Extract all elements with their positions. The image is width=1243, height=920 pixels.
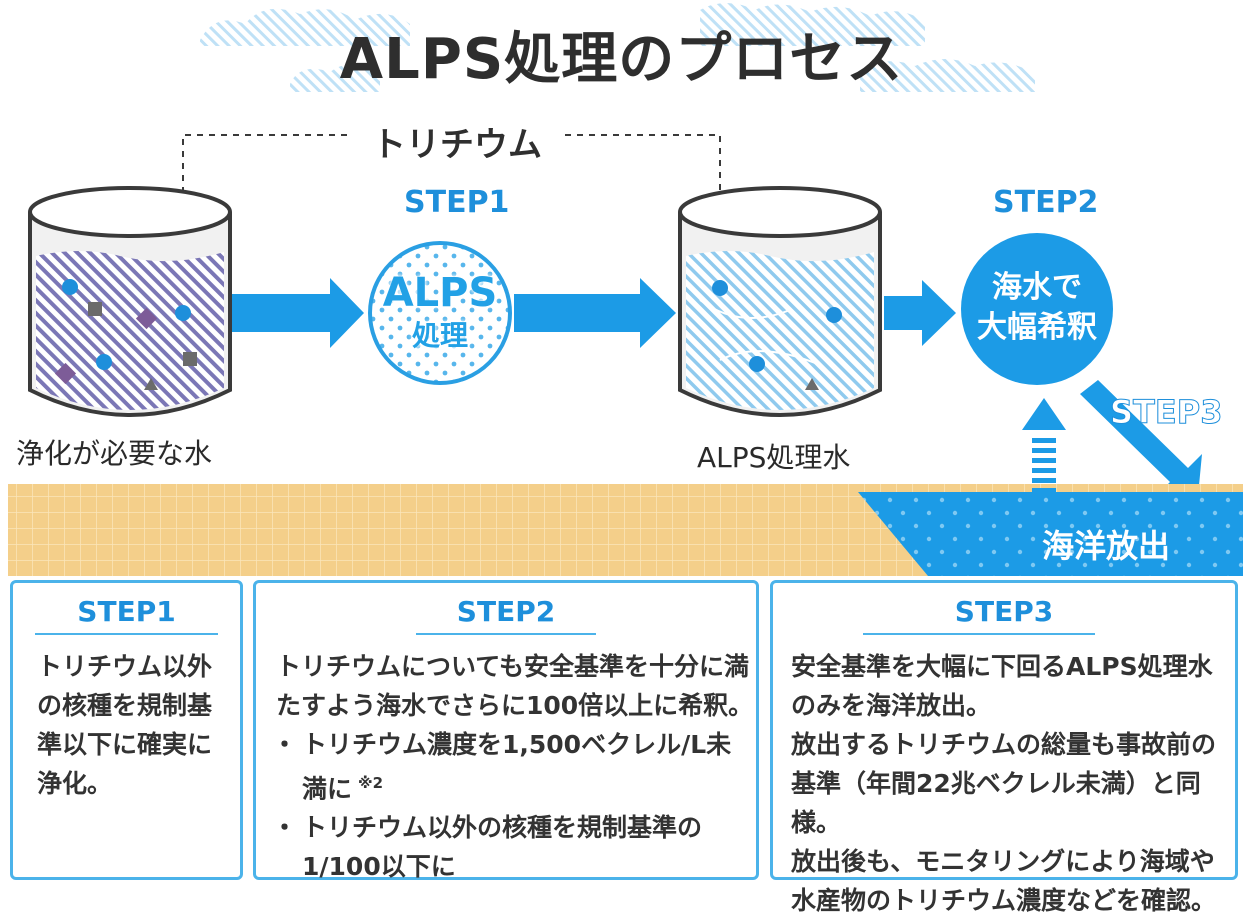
step1-panel-title: STEP1 bbox=[77, 595, 176, 628]
step2-text-line: たすよう海水でさらに100倍以上に希釈。 bbox=[276, 691, 754, 720]
particle-blue-dot bbox=[712, 280, 728, 296]
untreated-water-label: 浄化が必要な水 bbox=[16, 437, 213, 470]
step2-bullet-other-nuclides: トリチウム以外の核種を規制基準の 1/100以下に bbox=[272, 808, 753, 886]
alps-circle-line2: 処理 bbox=[411, 319, 468, 352]
footnote-mark: ※2 bbox=[358, 774, 384, 792]
step1-panel-text: トリチウム以外 の核種を規制基 準以下に確実に 浄化。 bbox=[37, 647, 212, 803]
step3-text-line: 水産物のトリチウム濃度などを確認。 bbox=[791, 886, 1217, 915]
step2-bullet1-line1: トリチウム濃度を1,500ベクレル/L未 bbox=[302, 730, 732, 759]
step1-text-line: 準以下に確実に bbox=[37, 730, 213, 759]
step1-panel-divider bbox=[35, 633, 218, 635]
title-cloud-decoration bbox=[200, 3, 1035, 92]
particle-gray-triangle bbox=[805, 378, 819, 390]
step1-text-line: 浄化。 bbox=[37, 769, 113, 798]
seawater-intake-arrow bbox=[1022, 398, 1066, 493]
step2-panel-divider bbox=[416, 633, 596, 635]
sea-area bbox=[858, 492, 1243, 576]
step2-bullet-tritium: トリチウム濃度を1,500ベクレル/L未 満に ※2 bbox=[272, 725, 753, 808]
particle-blue-dot bbox=[96, 354, 112, 370]
step3-text-line: 放出後も、モニタリングにより海域や bbox=[791, 847, 1215, 876]
step2-text-line: トリチウムについても安全基準を十分に満 bbox=[276, 652, 750, 681]
treated-water-label: ALPS処理水 bbox=[697, 441, 851, 474]
particle-gray-triangle bbox=[144, 378, 158, 390]
step3-text-line: 放出するトリチウムの総量も事故前の bbox=[791, 730, 1217, 759]
step2-panel-text: トリチウムについても安全基準を十分に満 たすよう海水でさらに100倍以上に希釈。… bbox=[272, 647, 754, 886]
step1-text-line: トリチウム以外 bbox=[37, 652, 213, 681]
step2-panel-title: STEP2 bbox=[456, 595, 556, 628]
step3-text-line: 安全基準を大幅に下回るALPS処理水 bbox=[791, 652, 1213, 681]
step3-arrow-label: STEP3 bbox=[1109, 393, 1223, 432]
page-title: ALPS処理のプロセス bbox=[339, 27, 904, 92]
ocean-discharge-label: 海洋放出 bbox=[1042, 527, 1171, 565]
step3-panel-text: 安全基準を大幅に下回るALPS処理水 のみを海洋放出。 放出するトリチウムの総量… bbox=[791, 647, 1235, 920]
alps-circle-text: ALPS 処理 bbox=[370, 272, 510, 354]
step1-heading: STEP1 bbox=[404, 185, 510, 220]
step3-text-line: 基準（年間22兆ベクレル未満）と同様。 bbox=[791, 769, 1201, 837]
particle-blue-dot bbox=[175, 305, 191, 321]
flow-arrow-to-alps bbox=[232, 278, 364, 348]
particle-gray-square bbox=[88, 302, 102, 316]
particle-blue-dot bbox=[62, 279, 78, 295]
dilution-circle-text: 海水で 大幅希釈 bbox=[961, 268, 1113, 348]
dilution-circle-line2: 大幅希釈 bbox=[977, 310, 1097, 345]
alps-treatment-circle bbox=[368, 241, 512, 385]
flow-arrow-to-dilution bbox=[884, 280, 956, 346]
step2-panel: STEP2 トリチウムについても安全基準を十分に満 たすよう海水でさらに100倍… bbox=[253, 580, 759, 881]
particle-gray-square bbox=[183, 352, 197, 366]
step3-discharge-arrow bbox=[1080, 380, 1202, 496]
tank-untreated-water bbox=[28, 186, 232, 417]
step1-panel: STEP1 トリチウム以外 の核種を規制基 準以下に確実に 浄化。 bbox=[10, 580, 243, 880]
seawater-dilution-circle bbox=[961, 233, 1113, 385]
step2-bullet2-line2: 1/100以下に bbox=[302, 852, 456, 882]
tank-treated-water bbox=[678, 186, 882, 417]
step1-text-line: の核種を規制基 bbox=[37, 691, 213, 720]
step2-bullet2-line1: トリチウム以外の核種を規制基準の bbox=[302, 813, 703, 843]
step3-panel-divider bbox=[863, 633, 1095, 635]
step3-text-line: のみを海洋放出。 bbox=[791, 691, 992, 720]
tritium-label: トリチウム bbox=[352, 117, 562, 166]
flow-arrow-to-treated-tank bbox=[514, 278, 676, 348]
dilution-circle-line1: 海水で bbox=[992, 270, 1082, 305]
particle-blue-dot bbox=[826, 307, 842, 323]
step3-panel: STEP3 安全基準を大幅に下回るALPS処理水 のみを海洋放出。 放出するトリ… bbox=[770, 580, 1238, 915]
step2-bullet1-line2-wrap: 満に ※2 bbox=[302, 764, 753, 808]
particle-blue-dot bbox=[749, 356, 765, 372]
process-diagram bbox=[8, 3, 1243, 576]
step2-heading: STEP2 bbox=[993, 185, 1099, 220]
alps-circle-line1: ALPS bbox=[382, 270, 498, 316]
step3-panel-title: STEP3 bbox=[954, 595, 1054, 628]
step2-bullet1-line2: 満に bbox=[302, 774, 353, 804]
